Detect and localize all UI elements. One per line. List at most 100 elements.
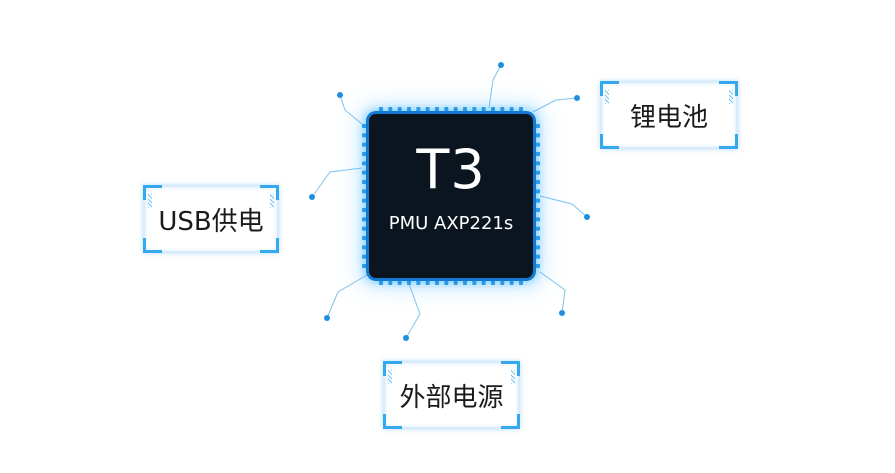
chip-pin xyxy=(534,226,540,231)
external-power-label-box: 外部电源 xyxy=(383,361,520,429)
chip-pin xyxy=(534,170,540,175)
connector-line xyxy=(539,271,566,314)
hatch-decoration xyxy=(388,370,392,384)
hatch-decoration xyxy=(148,194,152,208)
chip-pin xyxy=(416,107,421,113)
external-power-label: 外部电源 xyxy=(399,382,504,413)
corner-decoration xyxy=(719,81,738,96)
chip-pin xyxy=(362,254,368,259)
chip-pin xyxy=(407,107,411,113)
chip-pin xyxy=(534,124,540,128)
chip-pin xyxy=(362,198,368,203)
corner-decoration xyxy=(260,238,279,253)
connector-line xyxy=(539,195,588,218)
chip-pin xyxy=(534,254,540,259)
chip-pin xyxy=(519,279,523,285)
corner-decoration xyxy=(143,238,162,253)
chip-pin xyxy=(491,107,495,113)
corner-decoration xyxy=(260,185,279,200)
chip-pin xyxy=(362,133,368,138)
chip-pin xyxy=(397,107,402,113)
chip-pin xyxy=(472,107,477,113)
connector-dot xyxy=(498,62,504,68)
chip-pin xyxy=(453,107,458,113)
corner-decoration xyxy=(501,414,520,429)
corner-decoration xyxy=(719,134,738,149)
chip-pin xyxy=(362,161,368,166)
chip-pin xyxy=(362,226,368,231)
chip-pin xyxy=(362,236,368,240)
chip-pin xyxy=(491,279,495,285)
chip-pin xyxy=(425,279,430,285)
chip-pin xyxy=(481,279,486,285)
chip-pin xyxy=(534,161,540,166)
chip-pin xyxy=(425,107,430,113)
chip-pin xyxy=(362,170,368,175)
corner-decoration xyxy=(600,134,619,149)
chip-pin xyxy=(362,189,368,194)
connector-lines xyxy=(311,64,588,339)
chip-pin xyxy=(500,107,505,113)
chip-t3: T3 PMU AXP221s xyxy=(369,114,533,278)
corner-decoration xyxy=(600,81,619,96)
connector-line xyxy=(326,271,373,319)
hatch-decoration xyxy=(511,370,515,384)
connector-dot xyxy=(324,315,330,321)
chip-pin xyxy=(416,279,421,285)
connector-dot xyxy=(337,92,343,98)
chip-pin xyxy=(379,107,383,113)
connector-dot xyxy=(584,214,590,220)
pin-ticks xyxy=(362,107,540,285)
chip-pin xyxy=(362,180,368,184)
chip-pin xyxy=(444,279,449,285)
chip-subtitle: PMU AXP221s xyxy=(388,213,514,234)
usb-power-label-box: USB供电 xyxy=(143,185,279,253)
chip-pin xyxy=(534,180,540,184)
chip-pin xyxy=(534,189,540,194)
chip-pin xyxy=(362,208,368,212)
battery-label-box: 锂电池 xyxy=(600,81,738,149)
corner-decoration xyxy=(383,361,402,376)
chip-pin xyxy=(481,107,486,113)
connector-dot xyxy=(309,194,315,200)
chip-pin xyxy=(388,279,393,285)
corner-decoration xyxy=(501,361,520,376)
connector-line xyxy=(405,283,421,339)
chip-pin xyxy=(509,107,514,113)
chip-pin xyxy=(362,217,368,222)
chip-pin xyxy=(444,107,449,113)
chip-pin xyxy=(407,279,411,285)
chip-pin xyxy=(362,124,368,128)
chip-title: T3 xyxy=(416,138,486,201)
chip-pin xyxy=(534,208,540,212)
corner-decoration xyxy=(383,414,402,429)
connector-line xyxy=(339,94,363,125)
chip-pin xyxy=(534,236,540,240)
chip-pin xyxy=(362,245,368,250)
chip-pin xyxy=(362,264,368,268)
chip-pin xyxy=(362,152,368,156)
chip-pin xyxy=(534,217,540,222)
chip-pin xyxy=(534,198,540,203)
chip-pin xyxy=(397,279,402,285)
chip-pin xyxy=(463,279,467,285)
connector-line xyxy=(311,167,363,198)
connector-dot xyxy=(403,335,409,341)
chip-pin xyxy=(534,133,540,138)
chip-pin xyxy=(435,107,439,113)
connector-dot xyxy=(559,310,565,316)
chip-pin xyxy=(500,279,505,285)
connector-line xyxy=(488,64,502,109)
connector-dots xyxy=(309,62,590,341)
chip-pin xyxy=(435,279,439,285)
connector-line xyxy=(532,97,578,113)
chip-pin xyxy=(534,264,540,268)
chip-pin xyxy=(463,107,467,113)
battery-label: 锂电池 xyxy=(629,102,708,133)
hatch-decoration xyxy=(270,194,274,208)
chip-pin xyxy=(453,279,458,285)
connector-dot xyxy=(574,95,580,101)
chip-pin xyxy=(472,279,477,285)
chip-pin xyxy=(379,279,383,285)
